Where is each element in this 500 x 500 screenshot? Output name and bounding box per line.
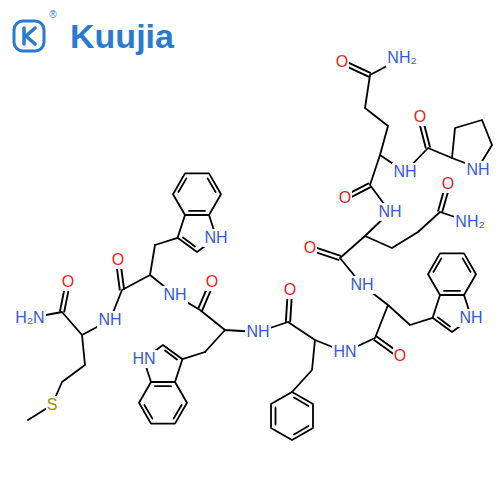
atom-label: NH₂ <box>454 213 485 231</box>
atom-label: O <box>111 251 125 269</box>
double-bonds <box>62 62 448 356</box>
single-bonds <box>28 58 492 420</box>
brand-watermark: Kuujia <box>69 18 175 54</box>
atom-label: H₂N <box>14 309 45 327</box>
atom-label: HN <box>131 350 156 368</box>
phenyl-ring <box>271 392 313 440</box>
atom-label: O <box>205 273 219 291</box>
atom-label: O <box>61 273 75 291</box>
registered-mark: ® <box>48 9 57 21</box>
atom-label: NH <box>377 203 402 221</box>
atom-label: NH <box>97 311 122 329</box>
atom-label: O <box>441 175 455 193</box>
atom-label: NH <box>203 229 228 247</box>
atom-label: NH <box>349 276 374 294</box>
atom-label: O <box>393 347 407 365</box>
atom-label: HN <box>332 343 357 361</box>
atom-label: NH <box>465 161 490 179</box>
atom-label: O <box>303 239 317 257</box>
atom-label: NH <box>162 286 187 304</box>
atom-label: O <box>283 281 297 299</box>
atom-label: O <box>413 108 427 126</box>
atom-label: NH <box>245 323 270 341</box>
atom-label: NH <box>392 163 417 181</box>
atom-label: S <box>46 396 59 414</box>
atom-label: NH <box>458 309 483 327</box>
atom-label: O <box>335 53 349 71</box>
atom-label: O <box>338 189 352 207</box>
atom-label: NH₂ <box>386 49 417 67</box>
logo-icon <box>14 21 44 51</box>
